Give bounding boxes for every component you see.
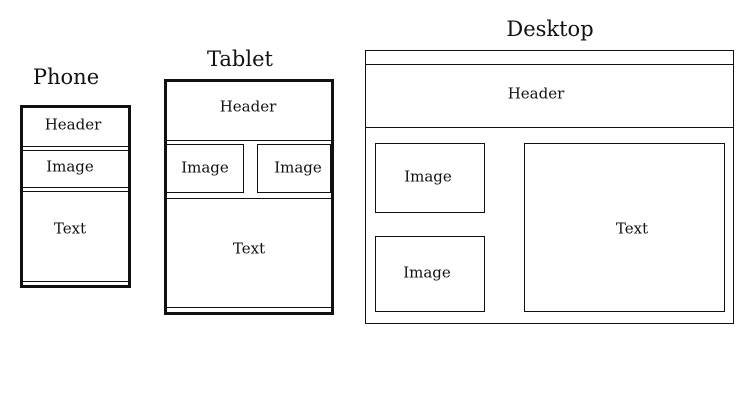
desktop-text-label: Text — [615, 219, 649, 238]
tablet-divider — [167, 140, 331, 141]
tablet-frame — [164, 79, 334, 315]
desktop-image-bottom-box — [375, 236, 485, 312]
desktop-image-top-label: Image — [404, 167, 452, 186]
phone-title: Phone — [32, 65, 100, 89]
phone-divider — [23, 150, 128, 151]
phone-text-label: Text — [53, 219, 87, 238]
desktop-title: Desktop — [506, 17, 594, 41]
tablet-image-right-box — [257, 144, 331, 193]
desktop-image-top-box — [375, 143, 485, 213]
tablet-divider — [167, 198, 331, 199]
phone-divider — [23, 281, 128, 282]
phone-frame — [20, 105, 131, 288]
tablet-image-left-label: Image — [181, 158, 229, 177]
tablet-divider — [167, 307, 331, 308]
tablet-title: Tablet — [207, 47, 273, 71]
desktop-divider — [366, 64, 733, 65]
tablet-image-left-box — [166, 144, 244, 193]
desktop-header-label: Header — [507, 84, 565, 103]
tablet-image-right-label: Image — [274, 158, 322, 177]
phone-image-label: Image — [46, 157, 94, 176]
phone-header-label: Header — [44, 115, 102, 134]
desktop-text-box — [524, 143, 725, 312]
phone-divider — [23, 146, 128, 147]
phone-divider — [23, 187, 128, 188]
phone-divider — [23, 191, 128, 192]
desktop-divider — [366, 127, 733, 128]
desktop-frame — [365, 50, 734, 324]
tablet-header-label: Header — [219, 97, 277, 116]
tablet-text-label: Text — [232, 239, 266, 258]
desktop-image-bottom-label: Image — [403, 263, 451, 282]
